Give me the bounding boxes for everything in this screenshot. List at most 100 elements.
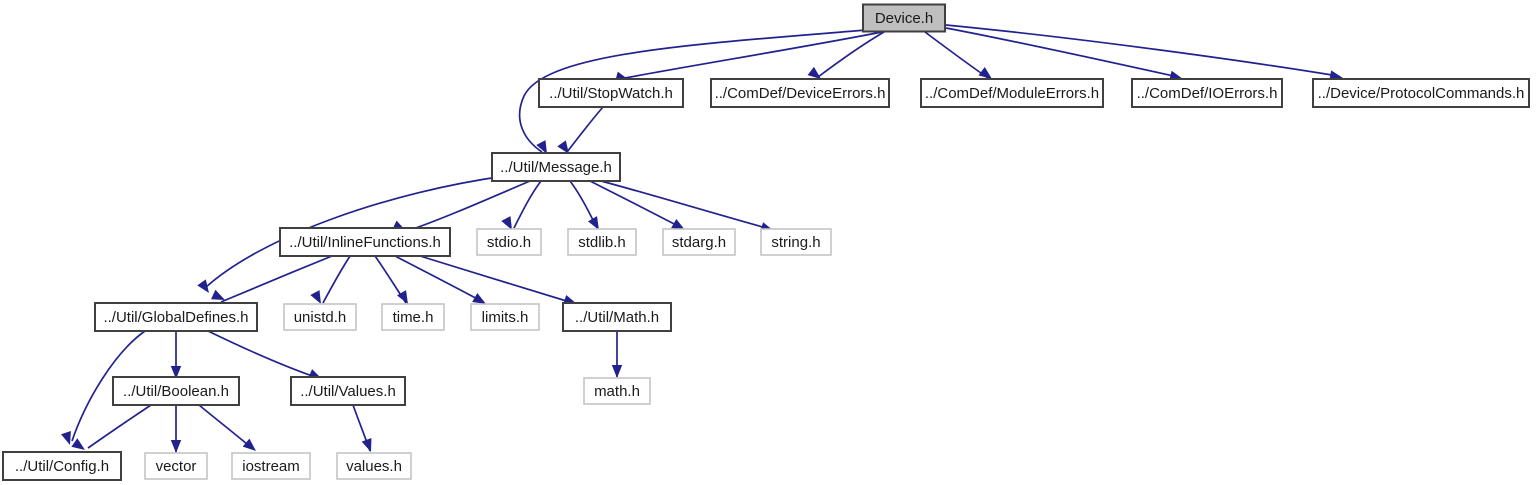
edge-inlinefunctions-to-unistd [322,255,351,304]
edge-inlinefunctions-to-limits [394,255,484,303]
node-label-time: time.h [393,309,434,326]
node-box-stdio [476,228,542,256]
node-box-stdarg [662,228,736,256]
node-box-boolean [112,376,240,406]
node-ioerrors[interactable]: ../ComDef/IOErrors.h [1131,78,1283,108]
node-math_sys[interactable]: math.h [583,377,651,405]
node-deviceerrors[interactable]: ../ComDef/DeviceErrors.h [710,78,890,108]
node-moduleerrors[interactable]: ../ComDef/ModuleErrors.h [920,78,1104,108]
node-label-ioerrors: ../ComDef/IOErrors.h [1137,85,1278,102]
node-protocolcommands[interactable]: ../Device/ProtocolCommands.h [1312,78,1530,108]
arrowhead-message-to-globaldefines [197,279,209,293]
node-label-globaldefines: ../Util/GlobalDefines.h [103,309,248,326]
node-label-boolean: ../Util/Boolean.h [123,383,229,400]
nodes-layer: Device.h ../Util/StopWatch.h ../ComDef/Dev… [2,3,1530,481]
node-label-values_util: ../Util/Values.h [300,383,396,400]
node-label-string: string.h [771,234,820,251]
node-math_util[interactable]: ../Util/Math.h [562,302,672,332]
node-label-stdlib: stdlib.h [578,234,626,251]
node-label-config: ../Util/Config.h [15,458,109,475]
edge-inlinefunctions-to-globaldefines [220,255,333,303]
node-string[interactable]: string.h [760,228,832,256]
node-boolean[interactable]: ../Util/Boolean.h [112,376,240,406]
arrowhead-boolean-to-config [71,438,85,450]
arrowhead-inlinefunctions-to-time [396,290,408,304]
node-time[interactable]: time.h [381,303,445,331]
edge-device-to-stopwatch [624,31,883,79]
node-box-limits [470,303,540,331]
node-stopwatch[interactable]: ../Util/StopWatch.h [538,78,684,108]
arrowhead-message-to-stdlib [587,216,599,230]
arrowhead-values_util-to-values_sys [361,438,372,452]
node-label-math_util: ../Util/Math.h [575,309,659,326]
arrowhead-globaldefines-to-config [61,431,71,445]
arrowhead-inlinefunctions-to-limits [472,292,486,304]
node-config[interactable]: ../Util/Config.h [2,451,122,481]
node-box-string [760,228,832,256]
arrowhead-message-to-stdarg [671,218,685,230]
edge-message-to-stdarg [589,180,683,229]
node-label-iostream: iostream [242,458,300,475]
node-label-vector: vector [156,458,197,475]
node-box-message [491,152,621,182]
edge-boolean-to-config [87,404,152,449]
node-box-math_sys [583,377,651,405]
node-values_sys[interactable]: values.h [336,452,412,480]
node-box-iostream [231,452,311,480]
arrowhead-message-to-stdio [501,216,512,230]
node-stdarg[interactable]: stdarg.h [662,228,736,256]
node-box-values_util [290,376,406,406]
edge-boolean-to-iostream [198,404,254,450]
node-label-math_sys: math.h [594,383,640,400]
node-box-unistd [283,303,357,331]
node-box-protocolcommands [1312,78,1530,108]
arrowhead-math_util-to-math_sys [611,365,623,378]
edge-message-to-globaldefines [204,175,506,289]
arrowheads-layer [61,66,1343,453]
node-stdlib[interactable]: stdlib.h [567,228,637,256]
node-label-device: Device.h [875,10,933,27]
edge-message-to-inlinefunctions [409,180,531,231]
node-globaldefines[interactable]: ../Util/GlobalDefines.h [94,302,258,332]
edge-device-to-ioerrors [945,27,1179,78]
node-box-device [862,3,946,33]
node-box-inlinefunctions [279,227,451,257]
node-vector[interactable]: vector [144,452,208,480]
arrowhead-globaldefines-to-boolean [170,366,182,379]
node-iostream[interactable]: iostream [231,452,311,480]
node-label-unistd: unistd.h [294,309,347,326]
edge-message-to-string [600,180,771,230]
arrowhead-device-to-message [536,140,547,154]
node-label-stopwatch: ../Util/StopWatch.h [549,85,673,102]
node-box-values_sys [336,452,412,480]
node-box-config [2,451,122,481]
node-label-deviceerrors: ../ComDef/DeviceErrors.h [715,85,886,102]
node-message[interactable]: ../Util/Message.h [491,152,621,182]
node-label-inlinefunctions: ../Util/InlineFunctions.h [289,234,441,251]
node-box-math_util [562,302,672,332]
node-inlinefunctions[interactable]: ../Util/InlineFunctions.h [279,227,451,257]
node-label-limits: limits.h [482,309,529,326]
node-label-moduleerrors: ../ComDef/ModuleErrors.h [925,85,1099,102]
node-label-protocolcommands: ../Device/ProtocolCommands.h [1318,85,1525,102]
arrowhead-boolean-to-iostream [242,438,256,451]
node-label-message: ../Util/Message.h [500,159,612,176]
node-box-stdlib [567,228,637,256]
arrowhead-boolean-to-vector [170,440,182,453]
arrowhead-device-to-moduleerrors [978,67,992,79]
node-stdio[interactable]: stdio.h [476,228,542,256]
edge-message-to-stdio [513,180,542,229]
node-unistd[interactable]: unistd.h [283,303,357,331]
node-limits[interactable]: limits.h [470,303,540,331]
edge-globaldefines-to-values_util [207,330,319,379]
node-label-stdio: stdio.h [487,234,531,251]
arrowhead-inlinefunctions-to-globaldefines [211,289,225,300]
edge-stopwatch-to-message [566,106,604,153]
arrowhead-inlinefunctions-to-unistd [310,290,321,304]
node-box-deviceerrors [710,78,890,108]
arrowhead-device-to-deviceerrors [807,66,821,79]
node-box-moduleerrors [920,78,1104,108]
node-values_util[interactable]: ../Util/Values.h [290,376,406,406]
